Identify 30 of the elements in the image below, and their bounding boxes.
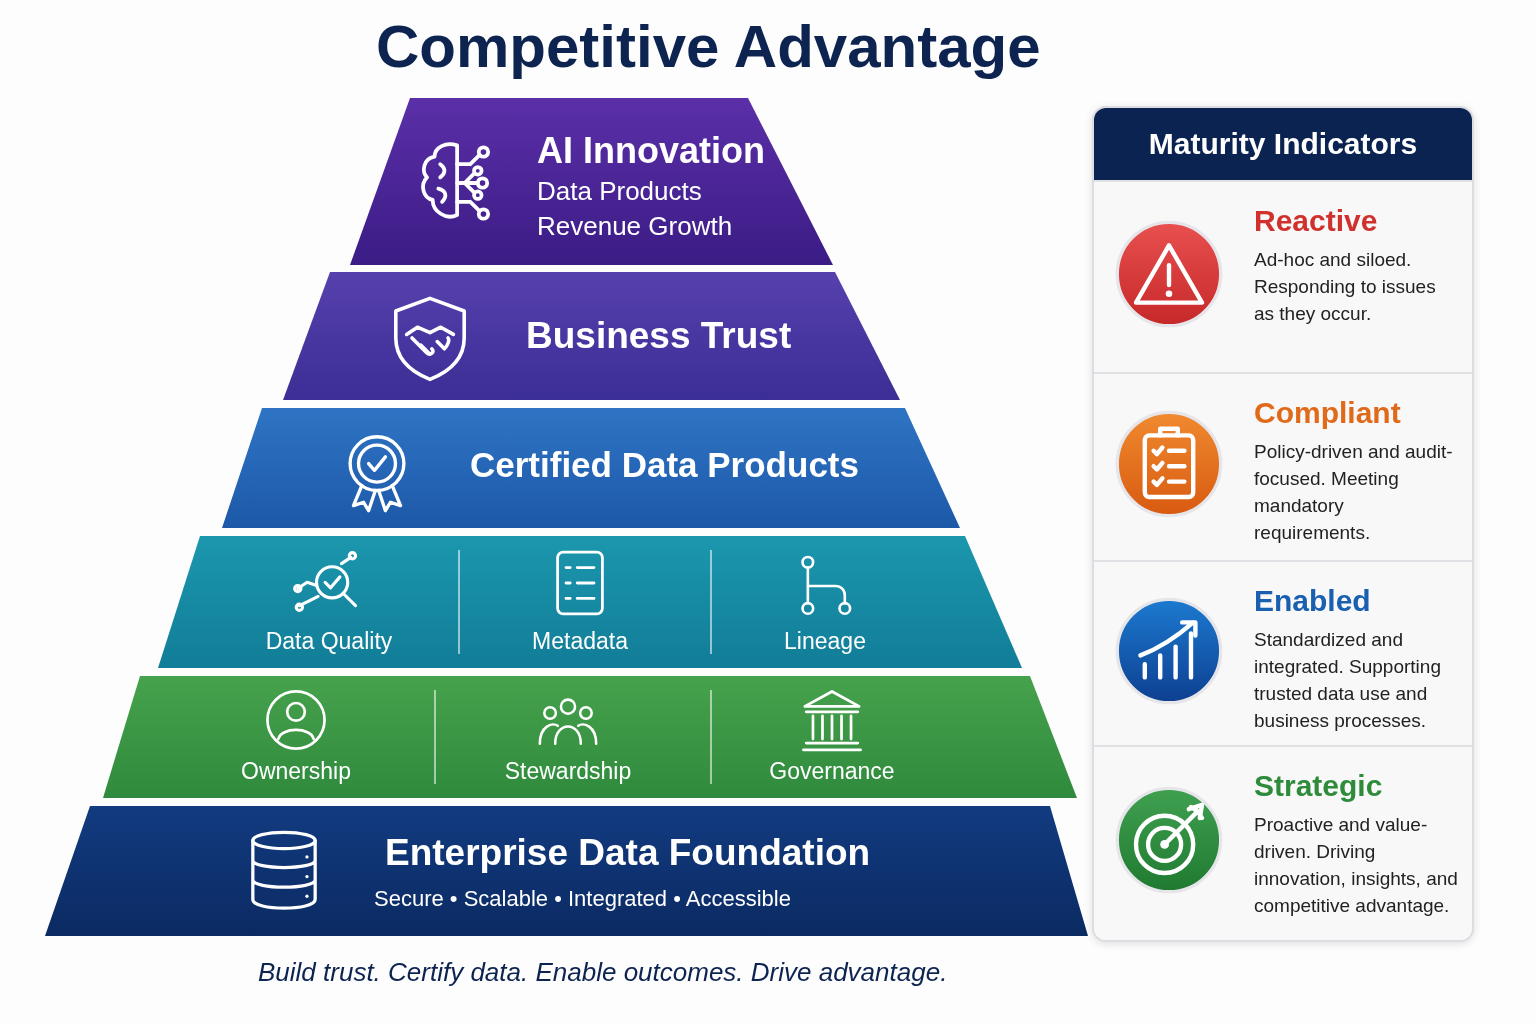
level-name: Compliant xyxy=(1254,396,1401,430)
indicator-panel xyxy=(1092,106,1474,942)
indicator-row xyxy=(1094,372,1472,562)
level-title: AI Innovation xyxy=(537,130,765,172)
level-subtitle: Revenue Growth xyxy=(537,211,733,242)
level-name: Enabled xyxy=(1254,584,1371,618)
level-title: Certified Data Products xyxy=(470,445,859,485)
level-title: Business Trust xyxy=(526,315,792,357)
level-description: Ad-hoc and siloed. Responding to issues as they occur. xyxy=(1254,248,1437,326)
panel-header: Maturity Indicators xyxy=(1094,108,1472,180)
level-subtitle: Data Products xyxy=(537,176,702,207)
pillar-label: Governance xyxy=(768,758,896,785)
diagram-title: Competitive Advantage xyxy=(376,12,1041,81)
indicator-row xyxy=(1094,180,1472,374)
level-name: Strategic xyxy=(1254,769,1383,803)
indicator-row xyxy=(1094,745,1472,940)
level-name: Reactive xyxy=(1254,204,1378,238)
level-description: Policy-driven and audit-focused. Meeting mandatory requirements. xyxy=(1254,440,1454,545)
caption: Build trust. Certify data. Enable outcomes. Drive advantage. xyxy=(258,957,948,988)
pillar-label: Data Quality xyxy=(264,628,394,655)
pyramid-level xyxy=(45,806,1088,936)
pillar-label: Ownership xyxy=(240,758,352,785)
indicator-row xyxy=(1094,560,1472,747)
pillar-label: Stewardship xyxy=(503,758,633,785)
level-subtitle: Secure • Scalable • Integrated • Accessible xyxy=(374,886,791,912)
pillar-label: Lineage xyxy=(783,628,867,655)
pillar-label: Metadata xyxy=(531,628,629,655)
level-title: Enterprise Data Foundation xyxy=(385,832,871,874)
level-description: Standardized and integrated. Supporting trusted data use and business processes. xyxy=(1254,628,1442,733)
level-description: Proactive and value-driven. Driving innovation, insights, and competitive advantage. xyxy=(1254,813,1459,918)
